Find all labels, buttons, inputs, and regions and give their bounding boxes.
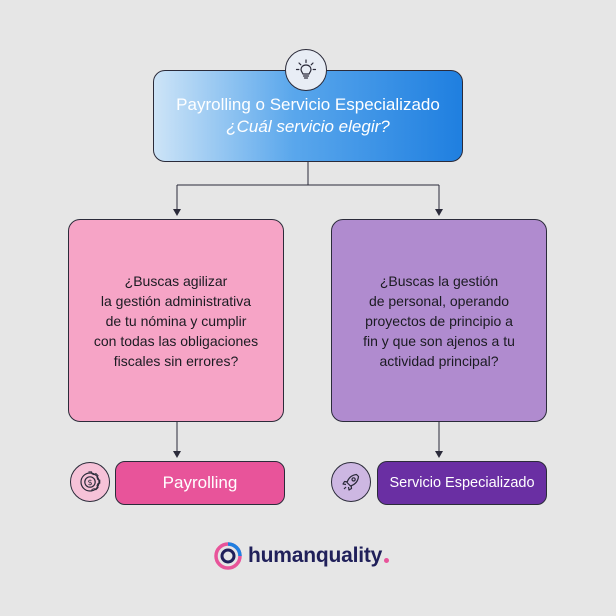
lightbulb-icon (285, 49, 327, 91)
servicio-question-text: ¿Buscas la gestión de personal, operando… (363, 272, 515, 369)
humanquality-logo-icon (214, 542, 242, 570)
payrolling-question-text: ¿Buscas agilizar la gestión administrati… (93, 272, 259, 369)
payrolling-question-card: ¿Buscas agilizar la gestión administrati… (68, 219, 284, 422)
header-title: Payrolling o Servicio Especializado (176, 95, 440, 114)
payrolling-result-button[interactable]: Payrolling (115, 461, 285, 505)
servicio-question-card: ¿Buscas la gestión de personal, operando… (331, 219, 547, 422)
gear-dollar-icon: $ (70, 462, 110, 502)
brand-logo: humanquality (214, 541, 390, 571)
svg-text:$: $ (87, 478, 92, 487)
brand-name: humanquality (248, 544, 383, 567)
payrolling-result-label: Payrolling (162, 473, 238, 492)
brand-dot (384, 558, 390, 563)
header-subtitle: ¿Cuál servicio elegir? (226, 117, 390, 136)
rocket-icon (331, 462, 371, 502)
servicio-result-button[interactable]: Servicio Especializado (377, 461, 547, 505)
arrowhead-left (173, 209, 181, 216)
servicio-result-label: Servicio Especializado (389, 475, 535, 491)
arrowhead-right (435, 209, 443, 216)
arrowhead-left-result (173, 451, 181, 458)
arrowhead-right-result (435, 451, 443, 458)
